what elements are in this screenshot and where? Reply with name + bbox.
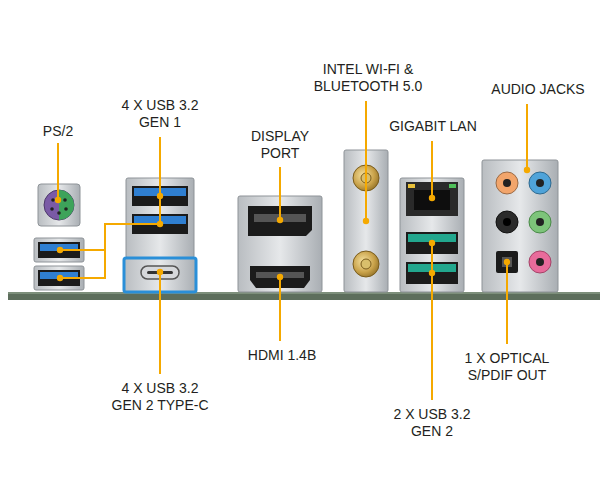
leader-dot bbox=[277, 274, 283, 280]
leader-dot bbox=[363, 218, 369, 224]
callout-label: 2 X USB 3.2 GEN 2 bbox=[383, 406, 481, 440]
audio-stack bbox=[482, 160, 558, 292]
jack-hole bbox=[536, 258, 544, 266]
leader-line bbox=[431, 243, 433, 400]
audio-jack bbox=[529, 251, 551, 273]
lan-usb-stack bbox=[400, 178, 464, 292]
callout-label: AUDIO JACKS bbox=[483, 81, 593, 98]
label-anchor: PS/2 bbox=[23, 123, 93, 140]
board-edge bbox=[8, 292, 600, 300]
leader-dots bbox=[55, 167, 530, 281]
leader-dot bbox=[429, 240, 435, 246]
leader-line bbox=[526, 104, 528, 170]
leader-line bbox=[60, 137, 160, 278]
ps2-port-green bbox=[59, 190, 74, 220]
label-anchor: 4 X USB 3.2 GEN 1 bbox=[112, 97, 208, 131]
ps2-pin bbox=[57, 211, 61, 215]
rj45-led bbox=[408, 184, 415, 188]
audio-jack bbox=[496, 172, 518, 194]
jack-hole bbox=[503, 218, 511, 226]
jack-hole bbox=[503, 179, 511, 187]
antenna-pin bbox=[361, 259, 371, 269]
label-anchor: 1 X OPTICAL S/PDIF OUT bbox=[456, 350, 558, 384]
leader-dot bbox=[157, 221, 163, 227]
audio-jack bbox=[529, 172, 551, 194]
audio-jack bbox=[529, 211, 551, 233]
label-anchor: GIGABIT LAN bbox=[378, 118, 488, 135]
audio-housing bbox=[482, 160, 558, 292]
label-anchor: INTEL WI-FI & BLUETOOTH 5.0 bbox=[306, 61, 430, 95]
leader-dot bbox=[157, 193, 163, 199]
jack-hole bbox=[536, 218, 544, 226]
usb-typec-stack bbox=[124, 178, 196, 292]
leader-dot bbox=[57, 247, 63, 253]
leader-line bbox=[506, 262, 508, 344]
leader-dot bbox=[504, 259, 510, 265]
leader-line bbox=[279, 167, 281, 220]
ps2-pin bbox=[50, 207, 54, 211]
leader-dot bbox=[157, 269, 163, 275]
callout-label: PS/2 bbox=[23, 123, 93, 140]
leader-line bbox=[57, 143, 59, 200]
leader-dot bbox=[55, 197, 61, 203]
label-anchor: 4 X USB 3.2 GEN 2 TYPE-C bbox=[106, 380, 214, 414]
ps2-pin bbox=[64, 207, 68, 211]
callout-label: DISPLAY PORT bbox=[238, 128, 322, 162]
ps2-usb-stack bbox=[34, 184, 84, 290]
callout-label: 4 X USB 3.2 GEN 2 TYPE-C bbox=[106, 380, 214, 414]
label-anchor: HDMI 1.4B bbox=[232, 347, 332, 364]
label-anchor: 2 X USB 3.2 GEN 2 bbox=[383, 406, 481, 440]
callout-label: HDMI 1.4B bbox=[232, 347, 332, 364]
jack-hole bbox=[536, 179, 544, 187]
audio-jack bbox=[496, 211, 518, 233]
ps2-pin bbox=[51, 198, 55, 202]
label-anchor: AUDIO JACKS bbox=[483, 81, 593, 98]
label-anchor: DISPLAY PORT bbox=[238, 128, 322, 162]
antenna-connector bbox=[353, 251, 379, 277]
leader-dot bbox=[524, 167, 530, 173]
leader-line bbox=[159, 272, 161, 374]
leader-dot bbox=[57, 275, 63, 281]
leader-line bbox=[365, 101, 367, 221]
callout-label: 4 X USB 3.2 GEN 1 bbox=[112, 97, 208, 131]
leader-line bbox=[431, 141, 433, 198]
callout-label: 1 X OPTICAL S/PDIF OUT bbox=[456, 350, 558, 384]
callout-label: INTEL WI-FI & BLUETOOTH 5.0 bbox=[306, 61, 430, 95]
leader-line bbox=[279, 277, 281, 341]
rj45-led bbox=[449, 184, 456, 188]
callout-label: GIGABIT LAN bbox=[378, 118, 488, 135]
leader-dot bbox=[429, 270, 435, 276]
leader-dot bbox=[429, 195, 435, 201]
lan-housing bbox=[400, 178, 464, 292]
leader-lines bbox=[58, 101, 527, 400]
leader-dot bbox=[277, 217, 283, 223]
ps2-pin bbox=[63, 198, 67, 202]
